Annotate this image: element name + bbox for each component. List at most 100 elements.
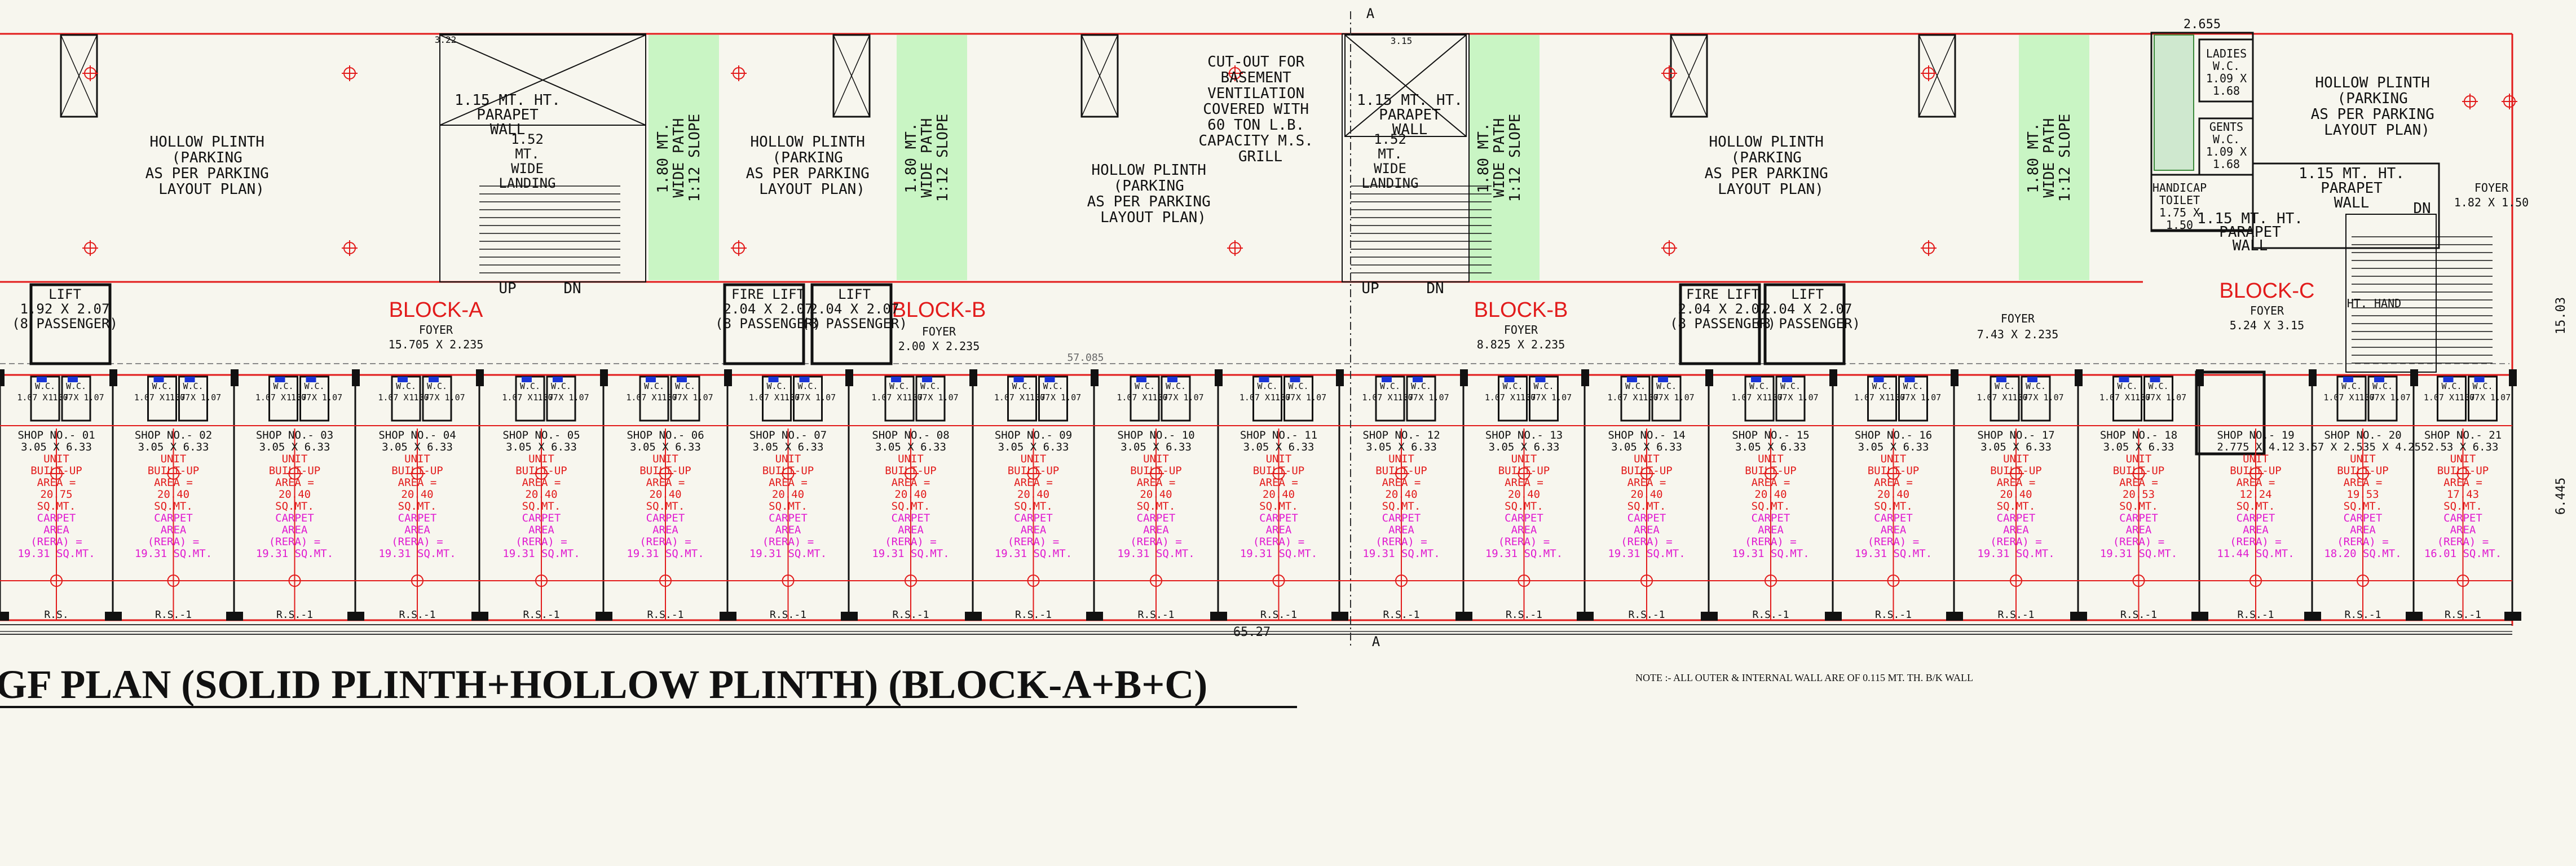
column xyxy=(1577,612,1594,621)
wc-size: 1.07 X 1.07 xyxy=(1977,392,2032,403)
shop-text: SQ.MT. xyxy=(275,500,314,512)
shop-text: AREA = xyxy=(1014,476,1053,489)
column xyxy=(1951,369,1959,386)
wc-label: W.C. xyxy=(2026,381,2046,391)
shop-text: (RERA) = xyxy=(1130,536,1182,548)
dim-side-2: 6.445 xyxy=(2554,478,2568,515)
column xyxy=(2075,369,2083,386)
ramp-labels: 1.80 MT.WIDE PATH1:12 SLOPE 1.80 MT.WIDE… xyxy=(655,114,2074,202)
wc-size: 1.07 X 1.07 xyxy=(657,392,713,403)
wc-fixture xyxy=(677,377,687,382)
block-b-label-2: BLOCK-B xyxy=(1474,298,1568,322)
shop-text: UNIT xyxy=(1634,453,1660,465)
wc-fixture xyxy=(1996,377,2006,382)
shop-text: AREA xyxy=(1266,524,1292,536)
shop-text: BUILT-UP xyxy=(762,465,814,477)
shop-text: SQ.MT. xyxy=(37,500,76,512)
wc-fixture xyxy=(646,377,656,382)
column xyxy=(1581,369,1589,386)
shop-text: (RERA) = xyxy=(1745,536,1797,548)
wc-label: W.C. xyxy=(1288,381,1308,391)
cutout-grill-box xyxy=(439,34,1467,137)
wc-label: W.C. xyxy=(396,381,416,391)
shop-text: UNIT xyxy=(2450,453,2476,465)
shop-text: SHOP NO.- 11 xyxy=(1240,429,1317,441)
shop-text: (RERA) = xyxy=(391,536,443,548)
wc-label: W.C. xyxy=(183,381,203,391)
shop-text: 20.40 xyxy=(279,488,311,501)
hollow-plinth-labels: HOLLOW PLINTH (PARKING AS PER PARKING LA… xyxy=(145,74,2434,226)
wc-label: W.C. xyxy=(1166,381,1186,391)
shop-text: SQ.MT. xyxy=(2443,500,2482,512)
rs-label: R.S. xyxy=(44,609,68,621)
wc-label: W.C. xyxy=(2117,381,2137,391)
shop-text: SHOP NO.- 09 xyxy=(995,429,1072,441)
column xyxy=(471,612,488,621)
shop-text: 19.53 xyxy=(2346,488,2379,501)
section-marker-top: A xyxy=(1366,6,1375,21)
wc-label: W.C. xyxy=(920,381,941,391)
pier-box xyxy=(1670,34,1708,118)
lift-box xyxy=(723,283,805,365)
shop-text: (RERA) = xyxy=(2113,536,2165,548)
wc-label: W.C. xyxy=(1995,381,2015,391)
foyer-a-size: 15.705 X 2.235 xyxy=(389,338,484,351)
column xyxy=(1829,369,1837,386)
wc-size: 1.07 X 1.07 xyxy=(1148,392,1203,403)
column xyxy=(347,612,364,621)
shop-text: AREA xyxy=(2126,524,2152,536)
wc-fixture xyxy=(429,377,439,382)
wc-size: 1.07 X 1.07 xyxy=(1516,392,1572,403)
shop-text: AREA xyxy=(1511,524,1537,536)
shop-text: UNIT xyxy=(404,453,430,465)
shop-text: SQ.MT. xyxy=(1259,500,1298,512)
wc-fixture xyxy=(1013,377,1024,382)
shop-text: SQ.MT. xyxy=(769,500,808,512)
shop-text: (RERA) = xyxy=(1868,536,1920,548)
shop-text: BUILT-UP xyxy=(2113,465,2165,477)
shop-text: UNIT xyxy=(161,453,187,465)
rs-label: R.S.-1 xyxy=(523,609,559,621)
shop-text: AREA = xyxy=(646,476,685,489)
shop-text: CARPET xyxy=(37,512,76,524)
shop-text: UNIT xyxy=(1143,453,1169,465)
column xyxy=(2196,369,2204,386)
column xyxy=(2406,612,2423,621)
wc-label: W.C. xyxy=(1380,381,1400,391)
wc-label: W.C. xyxy=(644,381,664,391)
shop-text: SHOP NO.- 17 xyxy=(1977,429,2054,441)
wc-fixture xyxy=(2343,377,2353,382)
shop-text: CARPET xyxy=(1014,512,1053,524)
shop-text: 19.31 SQ.MT. xyxy=(627,547,704,560)
shop-text: BUILT-UP xyxy=(1130,465,1182,477)
wc-fixture xyxy=(1259,377,1269,382)
wc-label: W.C. xyxy=(66,381,86,391)
wc-size: 1.07 X 1.07 xyxy=(1607,392,1663,403)
shop-text: UNIT xyxy=(2126,453,2152,465)
shop-text: SQ.MT. xyxy=(1874,500,1913,512)
pier-box xyxy=(1080,34,1119,118)
shop-text: (RERA) = xyxy=(1008,536,1060,548)
shop-text: SHOP NO.- 13 xyxy=(1485,429,1563,441)
column xyxy=(0,369,5,386)
shop-labels: SHOP NO.- 013.05 X 6.33UNITBUILT-UPAREA … xyxy=(17,429,2502,560)
shop-text: SHOP NO.- 19 xyxy=(2217,429,2294,441)
shop-text: (RERA) = xyxy=(2337,536,2389,548)
wc-size: 1.07 X 1.07 xyxy=(749,392,805,403)
wc-label: W.C. xyxy=(1533,381,1554,391)
column xyxy=(352,369,360,386)
shop-text: SQ.MT. xyxy=(2344,500,2383,512)
column xyxy=(1331,612,1348,621)
shop-text: BUILT-UP xyxy=(1008,465,1060,477)
shop-text: AREA xyxy=(898,524,924,536)
wc-fixture xyxy=(1413,377,1423,382)
column xyxy=(1091,369,1099,386)
drawing-note: NOTE :- ALL OUTER & INTERNAL WALL ARE OF… xyxy=(1635,672,1973,683)
shop-text: SHOP NO.- 06 xyxy=(627,429,704,441)
stair-up-b: UP xyxy=(1361,280,1379,297)
wc-size: 1.07 X 1.07 xyxy=(134,392,190,403)
hollow-plinth-b: HOLLOW PLINTH (PARKING AS PER PARKING LA… xyxy=(746,134,879,198)
column xyxy=(720,612,736,621)
shop-text: SHOP NO.- 10 xyxy=(1117,429,1194,441)
wc-label: W.C. xyxy=(2148,381,2168,391)
